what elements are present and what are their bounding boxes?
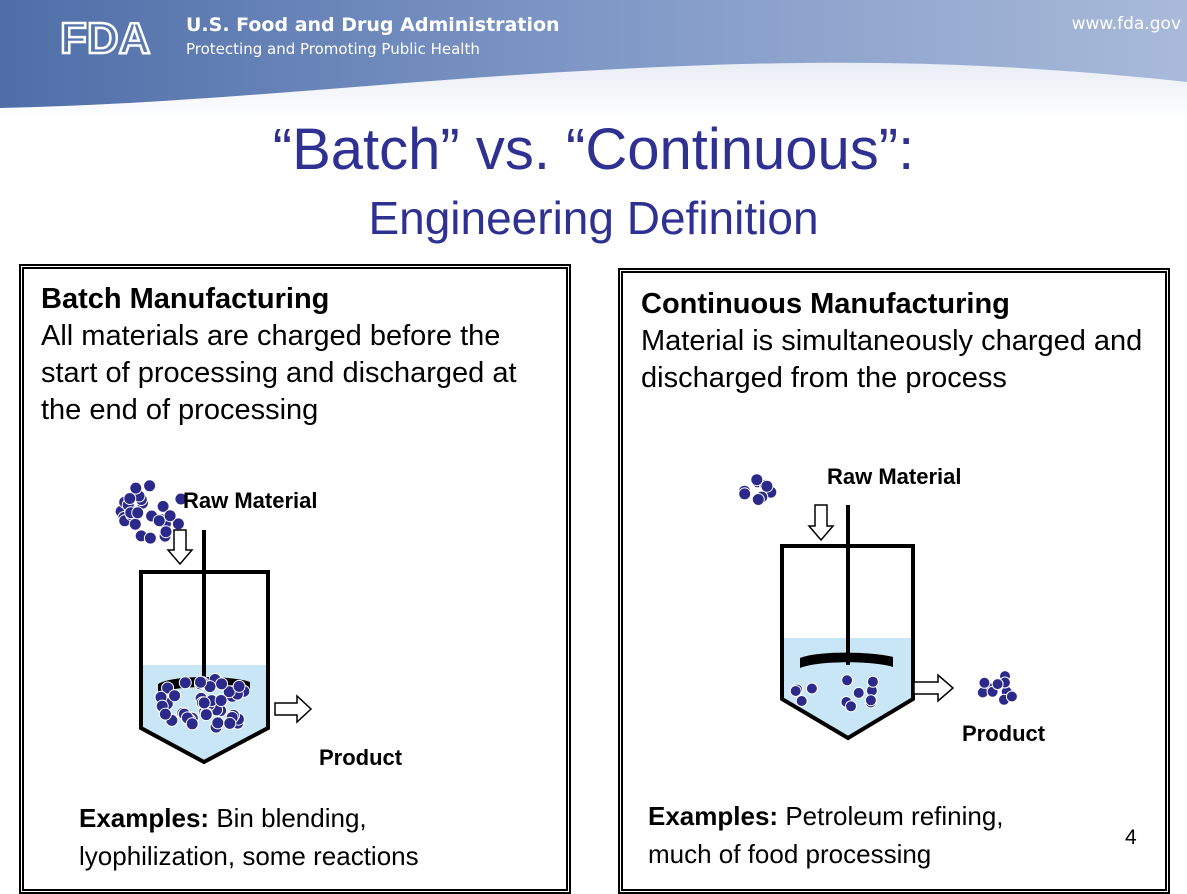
particle [852,686,865,699]
agency-tagline: Protecting and Promoting Public Health [186,40,480,58]
batch-panel [19,264,571,894]
continuous-stirrer-blade [800,652,893,668]
agency-name: U.S. Food and Drug Administration [186,14,560,36]
particle [760,479,774,493]
particle [178,676,192,690]
batch-examples-line1: Examples: Bin blending, [79,803,367,834]
continuous-examples-text: Petroleum refining, [785,801,1004,831]
particle [158,707,172,721]
particle [197,696,211,710]
batch-inlet-arrow [166,529,194,566]
particle [129,481,143,495]
continuous-product-label: Product [962,721,1046,746]
batch-description: All materials are charged before the sta… [41,320,517,426]
particle [194,675,207,689]
batch-product-label: Product [319,745,403,770]
fda-logo: FDA [59,14,152,60]
particle [152,514,166,528]
particle [991,678,1004,691]
batch-raw-particles [114,479,188,545]
batch-mixed-particles [154,673,251,734]
continuous-raw-label: Raw Material [827,464,962,489]
continuous-product-particles [976,670,1018,706]
particle [199,708,213,722]
batch-heading: Batch Manufacturing [41,283,330,315]
slide-subtitle: Engineering Definition [368,192,819,244]
particle [795,695,808,707]
banner-background [0,0,1187,120]
particle [222,685,236,699]
slide-title: “Batch” vs. “Continuous”: [272,117,915,182]
particle [751,493,765,506]
batch-examples-line2: lyophilization, some reactions [79,841,419,871]
particle [156,499,170,513]
particle [163,509,177,523]
continuous-panel [618,268,1170,894]
continuous-examples-line2: much of food processing [648,839,932,869]
particle [143,479,157,493]
particle [123,492,137,505]
site-url[interactable]: www.fda.gov [1071,14,1181,34]
particle [143,531,157,545]
continuous-raw-particles [738,473,778,506]
particle [168,689,182,703]
particle [159,525,173,539]
continuous-description: Material is simultaneously charged and d… [641,325,1143,394]
particle [750,473,764,487]
batch-examples-text: Bin blending, [216,803,367,833]
particle [864,694,877,707]
particle [185,717,199,731]
svg-text:FDA: FDA [60,14,150,60]
batch-vessel [139,530,270,765]
continuous-examples-label: Examples: [648,801,779,831]
batch-examples-label: Examples: [79,803,210,833]
particle [789,685,802,697]
batch-raw-label: Raw Material [183,488,318,513]
particle [841,674,854,687]
continuous-vessel [780,505,915,741]
particle [211,716,225,730]
continuous-mixed-particles [789,674,879,713]
particle [214,694,228,707]
particle [978,676,991,689]
particle [738,487,752,501]
particle [131,506,145,520]
page-number: 4 [1125,826,1137,849]
particle [215,677,229,691]
particle [232,679,246,693]
continuous-inlet-arrow [807,504,835,542]
continuous-outlet-arrow [913,673,955,703]
particle [866,675,879,688]
continuous-examples-line1: Examples: Petroleum refining, [648,801,1004,832]
particle [805,682,818,695]
particle [174,492,188,506]
particle [128,517,142,531]
particle [1005,690,1018,703]
particle [845,700,857,713]
particle [223,716,237,730]
continuous-heading: Continuous Manufacturing [641,288,1010,320]
batch-outlet-arrow [274,694,313,724]
